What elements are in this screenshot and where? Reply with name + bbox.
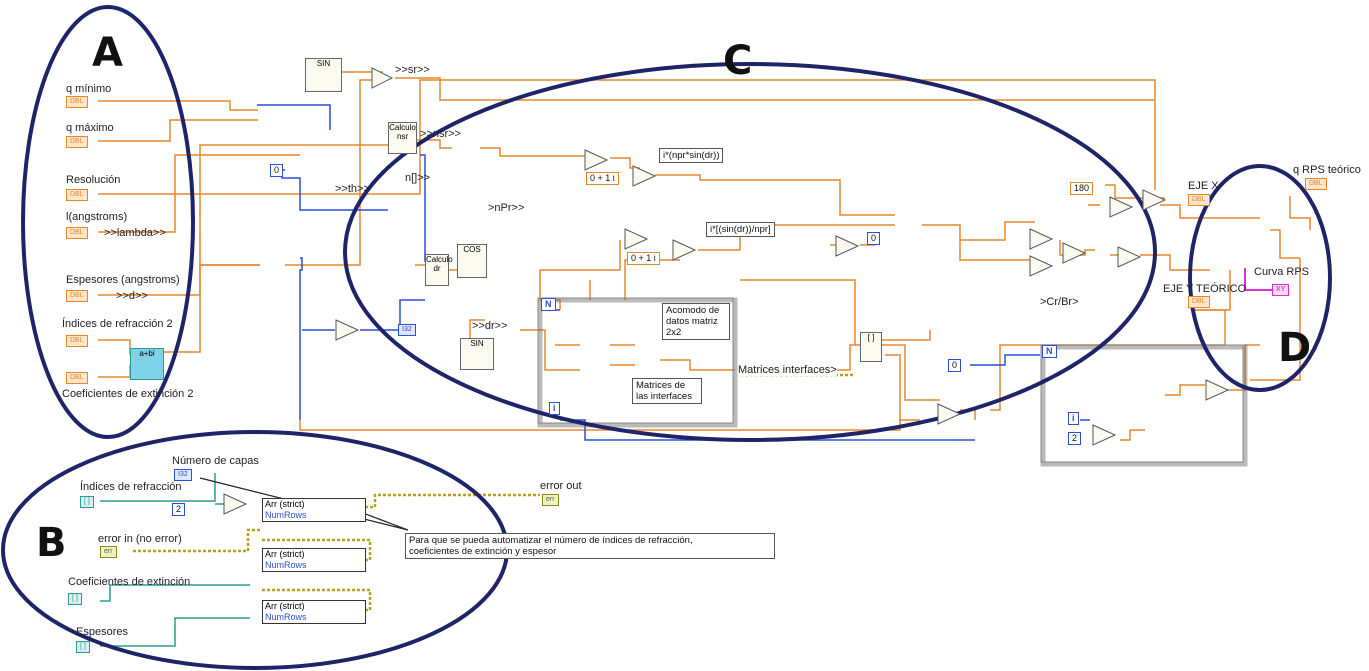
npr-tunnel: >nPr>> — [488, 202, 524, 214]
nsr-tunnel: >>nsr>> — [420, 128, 461, 140]
sin-node-b[interactable]: SIN — [460, 338, 494, 370]
wavelength-control[interactable]: DBL — [66, 227, 88, 239]
matrix-build-node[interactable]: [ ] — [860, 332, 882, 362]
label-q-min: q mínimo — [66, 83, 111, 95]
calc-dr-subvi[interactable]: Calculo dr — [425, 254, 449, 286]
ext-coef2-control[interactable]: DBL — [66, 372, 88, 384]
cos-node[interactable]: COS — [457, 244, 487, 278]
refr-idx-control[interactable]: [ ] — [80, 496, 94, 508]
expr-node-1[interactable]: i*(npr*sin(dr)) — [659, 148, 723, 163]
rps-curve-graph[interactable]: XY — [1272, 284, 1289, 296]
loop2-iteration-i: i — [1068, 412, 1079, 425]
eje-y-indicator: DBL — [1188, 296, 1210, 308]
expr-node-2[interactable]: i*[(sin(dr))/npr] — [706, 222, 775, 237]
complex-build-node[interactable]: a+bi — [130, 348, 164, 380]
th-tunnel: >>th>> — [335, 183, 370, 195]
label-ext-coef2: Coeficientes de extinción 2 — [62, 388, 193, 400]
label-resolution: Resolución — [66, 174, 120, 186]
error-in-control[interactable]: err — [100, 546, 117, 558]
eje-x-label: EJE X — [1188, 180, 1219, 192]
arr-strict-node-3[interactable]: Arr (strict) NumRows — [262, 600, 366, 624]
loop-iteration-i: i — [549, 402, 560, 415]
sr-tunnel: >>sr>> — [395, 64, 430, 76]
q-rps-label: q RPS teórico — [1293, 164, 1361, 176]
error-out-indicator: err — [542, 494, 559, 506]
comment-automation: Para que se pueda automatizar el número … — [405, 533, 775, 559]
d-tunnel-label: >>d>> — [116, 290, 148, 302]
cr-br-tunnel: >Cr/Br> — [1040, 296, 1079, 308]
const-two-b[interactable]: 2 — [172, 503, 185, 516]
n-array-tunnel: n[]>> — [405, 172, 430, 184]
sin-node-a[interactable]: SIN — [305, 58, 342, 92]
num-rows-label-1: NumRows — [265, 510, 363, 521]
label-thicknesses: Espesores — [76, 626, 128, 638]
q-rps-indicator: DBL — [1305, 178, 1327, 190]
label-thickness: Espesores (angstroms) — [66, 274, 180, 286]
label-layer-count: Número de capas — [172, 455, 259, 467]
loop2-count-n: N — [1042, 345, 1057, 358]
label-refr-idx2: Índices de refracción 2 — [62, 318, 173, 330]
ext-coef-control[interactable]: [ ] — [68, 593, 82, 605]
complex-i-constant-b[interactable]: 0 + 1 i — [627, 252, 660, 265]
calc-nsr-subvi[interactable]: Calculo nsr — [388, 122, 417, 154]
thickness-control[interactable]: DBL — [66, 290, 88, 302]
q-min-control[interactable]: DBL — [66, 96, 88, 108]
arr-strict-label-1: Arr (strict) — [265, 499, 363, 510]
dr-tunnel: >>dr>> — [472, 320, 507, 332]
const-180[interactable]: 180 — [1070, 182, 1093, 195]
complex-i-constant-a[interactable]: 0 + 1 i — [586, 172, 619, 185]
label-wavelength: l(angstroms) — [66, 211, 127, 223]
zero-constant-a[interactable]: 0 — [270, 164, 283, 177]
arr-strict-node-2[interactable]: Arr (strict) NumRows — [262, 548, 366, 572]
interfaces-tunnel: Matrices interfaces> — [738, 364, 837, 376]
refr-idx2-control[interactable]: DBL — [66, 335, 88, 347]
comment-interfaces: Matrices de las interfaces — [632, 378, 702, 404]
thicknesses-control[interactable]: [ ] — [76, 641, 90, 653]
region-label-c: C — [723, 38, 752, 84]
layer-count-indicator: I32 — [174, 469, 192, 481]
num-rows-label-3: NumRows — [265, 612, 363, 623]
label-refr-idx: Índices de refracción — [80, 481, 182, 493]
label-q-max: q máximo — [66, 122, 114, 134]
q-max-control[interactable]: DBL — [66, 136, 88, 148]
region-label-b: B — [36, 520, 67, 566]
arr-strict-label-3: Arr (strict) — [265, 601, 363, 612]
comment-arrange: Acomodo de datos matriz 2x2 — [662, 303, 730, 340]
i32-conversion[interactable]: I32 — [398, 324, 416, 336]
eje-y-label: EJE Y TEÓRICO — [1163, 283, 1246, 295]
region-label-d: D — [1278, 325, 1311, 371]
lambda-tunnel-label: >>lambda>> — [104, 227, 166, 239]
region-label-a: A — [92, 30, 123, 76]
label-ext-coef: Coeficientes de extinción — [68, 576, 190, 588]
label-error-out: error out — [540, 480, 582, 492]
zero-constant-b[interactable]: 0 — [867, 232, 880, 245]
num-rows-label-2: NumRows — [265, 560, 363, 571]
rps-curve-label: Curva RPS — [1254, 266, 1309, 278]
label-error-in: error in (no error) — [98, 533, 182, 545]
resolution-control[interactable]: DBL — [66, 189, 88, 201]
loop-count-n: N — [541, 298, 556, 311]
eje-x-indicator: DBL — [1188, 194, 1210, 206]
zero-constant-c[interactable]: 0 — [948, 359, 961, 372]
error-wires — [133, 375, 855, 610]
arr-strict-label-2: Arr (strict) — [265, 549, 363, 560]
const-two-d[interactable]: 2 — [1068, 432, 1081, 445]
arr-strict-node-1[interactable]: Arr (strict) NumRows — [262, 498, 366, 522]
